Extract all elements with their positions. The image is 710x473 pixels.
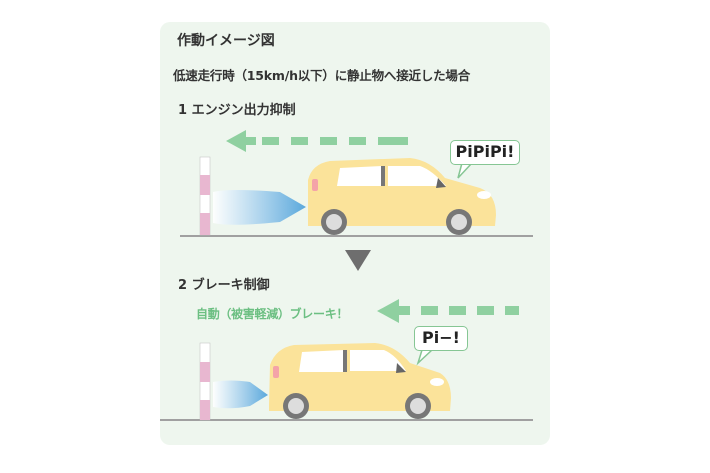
dashed-left-arrow-icon [377,299,519,323]
sensor-beam-icon [213,380,268,409]
auto-brake-label: 自動（被害軽減）ブレーキ！ [196,307,349,321]
diagram-subtitle: 低速走行時（15km/h以下）に静止物へ接近した場合 [173,68,470,83]
sound-bubble-2: Pi−! [414,326,468,351]
sound-bubble-1: PiPiPi! [450,140,520,165]
car-icon [269,343,451,419]
step-2-label: 2 ブレーキ制御 [178,278,270,293]
speech-tail-icon [457,162,473,179]
obstacle-pole-icon [199,342,211,421]
speech-tail-icon [416,349,433,366]
step-1-label: 1 エンジン出力抑制 [178,103,296,118]
scene-1 [180,130,533,237]
obstacle-pole-icon [199,156,211,236]
sensor-beam-icon [213,190,306,225]
dashed-left-arrow-icon [226,130,408,152]
diagram-title: 作動イメージ図 [177,33,275,49]
car-icon [308,158,496,235]
down-triangle-icon [345,250,371,271]
scene-2 [160,299,533,421]
